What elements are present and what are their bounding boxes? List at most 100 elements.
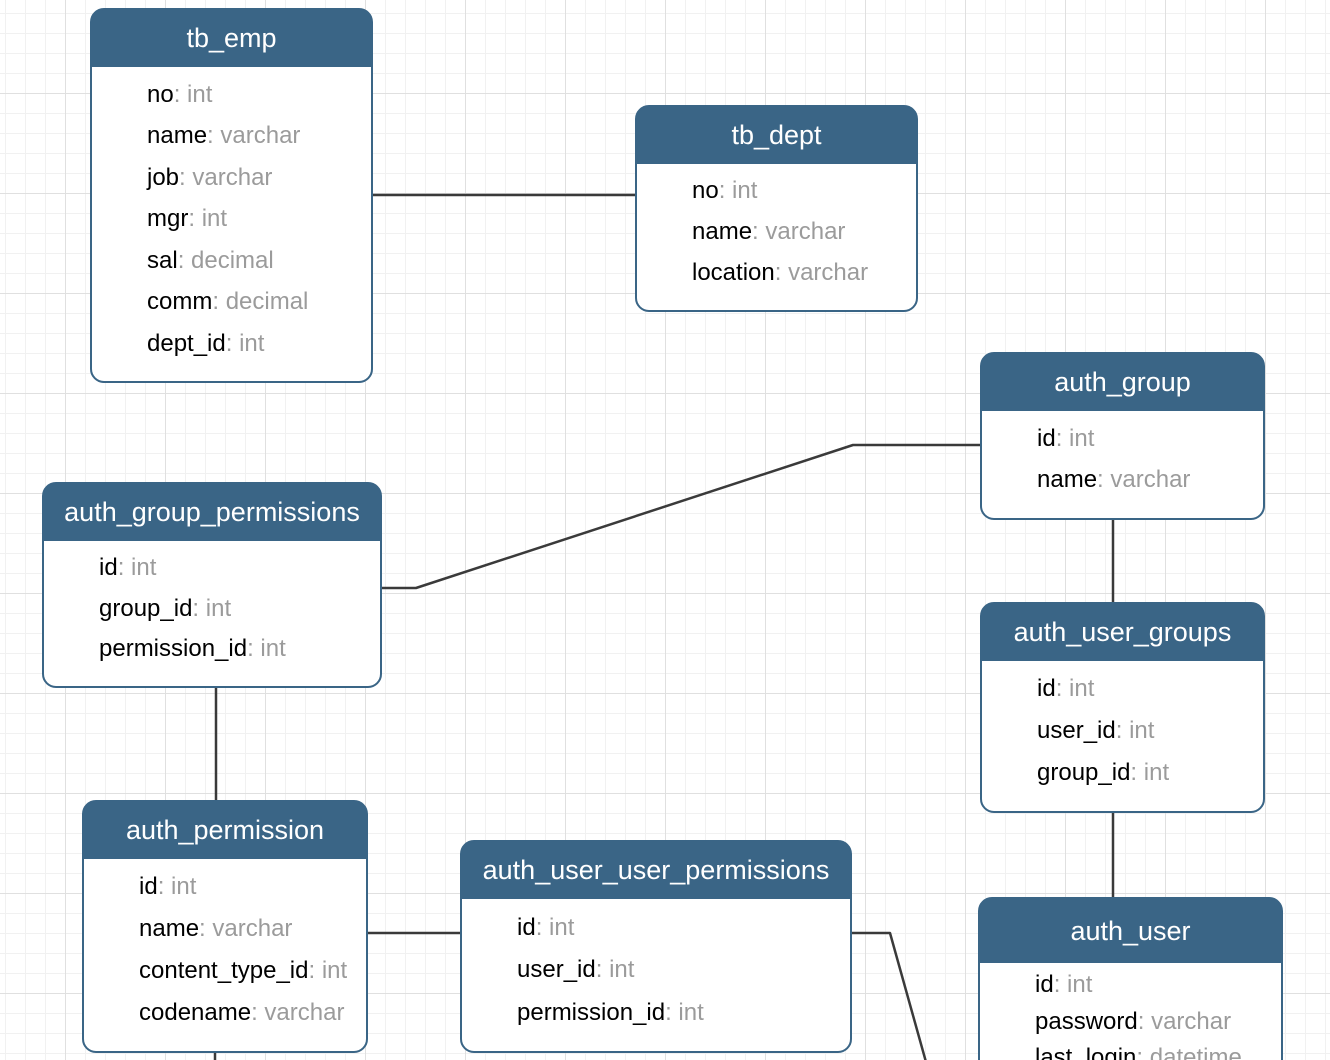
field-type: int [131, 553, 157, 581]
field-type: int [609, 956, 635, 983]
field-separator: : [199, 915, 213, 942]
field-name: id [1037, 675, 1056, 702]
field-auth_group_permissions-id: id: int [44, 554, 380, 582]
field-name: comm [147, 288, 213, 315]
field-type: int [239, 329, 265, 357]
field-tb_dept-no: no: int [637, 177, 916, 205]
field-name: name [1037, 466, 1098, 494]
field-separator: : [308, 957, 322, 984]
edge-auth_group_permissions__auth_group[interactable] [382, 443, 980, 590]
field-name: user_id [517, 956, 596, 983]
field-auth_user_groups-id: id: int [982, 675, 1263, 703]
table-title: tb_emp [186, 23, 277, 53]
field-type: varchar [192, 163, 273, 191]
table-title: auth_permission [125, 815, 325, 845]
field-separator: : [207, 122, 221, 149]
field-name: no [692, 177, 719, 204]
table-body-auth_user_groups: id: int user_id: int group_id: int [982, 661, 1263, 811]
field-type: decimal [191, 246, 274, 274]
field-separator: : [192, 594, 206, 622]
field-type: varchar [220, 122, 301, 149]
edge-auth_user_user_permissions__offscreen-bottom[interactable] [852, 931, 927, 1060]
field-type: varchar [765, 218, 846, 245]
field-separator: : [157, 873, 172, 900]
field-separator: : [535, 913, 550, 941]
table-body-auth_user_user_permissions: id: int user_id: int permission_id: int [462, 899, 850, 1051]
field-name: sal [147, 246, 178, 274]
table-body-auth_user: id: int password: varchar last_login: date… [980, 963, 1281, 1060]
field-name: location [692, 259, 775, 286]
field-name: group_id [99, 594, 193, 622]
field-tb_emp-name: name: varchar [92, 122, 371, 150]
field-type: varchar [212, 915, 293, 942]
field-separator: : [1055, 424, 1070, 452]
field-name: user_id [1037, 717, 1116, 744]
field-name: id [517, 913, 536, 941]
field-name: last_login [1035, 1043, 1137, 1060]
field-auth_user_user_permissions-id: id: int [462, 914, 850, 942]
field-separator: : [1137, 1007, 1152, 1035]
table-header-auth_user: auth_user [980, 899, 1281, 963]
table-header-tb_emp: tb_emp [92, 10, 371, 67]
field-name: password [1035, 1007, 1138, 1035]
field-separator: : [247, 635, 261, 663]
field-auth_permission-content_type_id: content_type_id: int [84, 957, 366, 985]
table-header-auth_user_groups: auth_user_groups [982, 604, 1263, 661]
table-header-auth_group_permissions: auth_group_permissions [44, 484, 380, 541]
field-separator: : [1097, 466, 1111, 494]
field-auth_group_permissions-group_id: group_id: int [44, 595, 380, 623]
field-separator: : [1136, 1043, 1150, 1060]
table-title: auth_user_groups [1013, 617, 1232, 647]
field-tb_dept-name: name: varchar [637, 218, 916, 246]
table-header-auth_group: auth_group [982, 354, 1263, 411]
field-name: permission_id [517, 998, 666, 1026]
field-name: group_id [1037, 759, 1131, 786]
field-name: name [139, 915, 200, 942]
field-name: id [1035, 971, 1054, 999]
field-tb_emp-dept_id: dept_id: int [92, 330, 371, 358]
field-auth_user-password: password: varchar [980, 1008, 1281, 1036]
field-auth_user_user_permissions-user_id: user_id: int [462, 956, 850, 984]
field-type: int [732, 177, 758, 204]
table-header-tb_dept: tb_dept [637, 107, 916, 164]
field-tb_emp-job: job: varchar [92, 164, 371, 192]
field-type: int [1129, 717, 1155, 744]
field-separator: : [177, 246, 192, 274]
table-body-tb_dept: no: int name: varchar location: varchar [637, 164, 916, 310]
field-type: int [260, 635, 286, 663]
field-separator: : [1115, 717, 1130, 744]
field-type: int [321, 957, 348, 984]
field-auth_user_groups-user_id: user_id: int [982, 717, 1263, 745]
field-separator: : [718, 177, 733, 204]
field-name: id [1037, 424, 1056, 452]
field-type: varchar [788, 259, 869, 286]
field-auth_permission-codename: codename: varchar [84, 999, 366, 1027]
field-name: name [692, 218, 753, 245]
field-name: job [147, 163, 180, 191]
table-header-auth_user_user_permissions: auth_user_user_permissions [462, 842, 850, 899]
field-name: codename [139, 999, 252, 1026]
field-type: int [1143, 759, 1170, 786]
field-separator: : [179, 163, 193, 191]
field-type: int [678, 998, 704, 1026]
field-name: id [99, 553, 118, 581]
field-separator: : [774, 259, 789, 286]
table-title: auth_user [1070, 915, 1191, 946]
field-type: datetime [1149, 1043, 1242, 1060]
field-separator: : [752, 218, 766, 245]
field-auth_user-id: id: int [980, 971, 1281, 999]
table-auth_user[interactable]: auth_user id: int password: varchar last_lo… [978, 897, 1283, 1060]
